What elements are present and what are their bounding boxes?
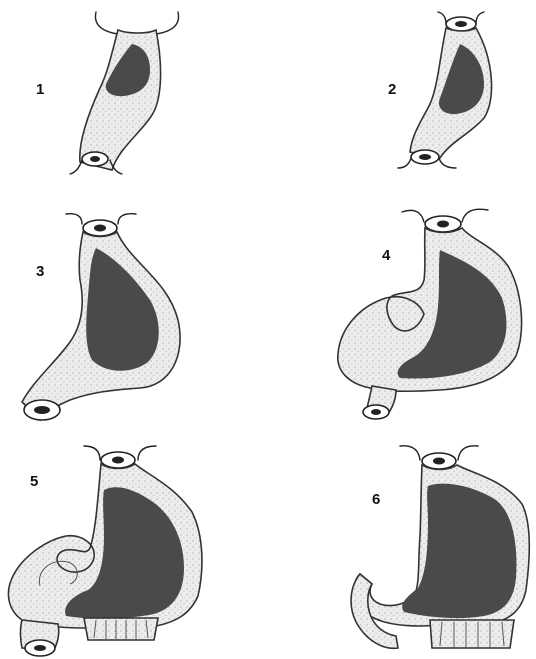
stage-1-top-membrane-right	[156, 12, 179, 34]
stage-5-top-membrane-right	[138, 446, 156, 460]
stage-5-esophagus-lumen	[112, 457, 124, 464]
stage-5: 5	[8, 446, 201, 656]
stage-4-esophagus-lumen	[437, 221, 449, 228]
stage-1-pylorus-lumen	[90, 156, 100, 162]
stage-6-top-membrane-left	[400, 446, 420, 460]
stage-2-esophagus-lumen	[455, 21, 467, 27]
stage-2-bottom-membrane-left	[398, 158, 411, 168]
stage-1-label: 1	[36, 81, 44, 98]
stage-5-label: 5	[30, 473, 38, 490]
stage-1-top-membrane-left	[95, 12, 118, 34]
stage-3-top-membrane-right	[118, 214, 136, 224]
stage-5-omentum	[84, 618, 158, 640]
stage-1-stomach-wall	[80, 30, 161, 170]
stage-6-esophagus-lumen	[433, 458, 445, 465]
stage-2: 2	[388, 12, 492, 168]
stage-3: 3	[22, 214, 180, 420]
stage-4: 4	[338, 209, 522, 419]
stage-4-pylorus-lumen	[371, 409, 381, 415]
stage-6: 6	[351, 446, 529, 648]
stage-4-label: 4	[382, 247, 391, 264]
stage-4-top-membrane-left	[402, 210, 424, 222]
stage-6-label: 6	[372, 491, 380, 508]
stage-2-top-membrane-right	[476, 12, 484, 24]
stage-3-top-membrane-left	[66, 214, 82, 224]
stage-5-top-membrane-left	[84, 446, 100, 460]
stage-5-pylorus-lumen	[34, 645, 46, 651]
stage-2-top-membrane-left	[438, 12, 446, 24]
stage-2-label: 2	[388, 81, 396, 98]
stage-2-pylorus-lumen	[419, 154, 431, 160]
stage-3-pylorus-lumen	[34, 406, 50, 414]
stage-4-top-membrane-right	[462, 209, 488, 222]
stage-6-top-membrane-right	[458, 446, 478, 460]
stage-2-bottom-membrane-right	[439, 158, 456, 168]
stage-3-label: 3	[36, 263, 44, 280]
stage-6-omentum	[430, 620, 514, 648]
stage-1: 1	[36, 12, 179, 174]
stage-3-esophagus-lumen	[94, 225, 106, 232]
